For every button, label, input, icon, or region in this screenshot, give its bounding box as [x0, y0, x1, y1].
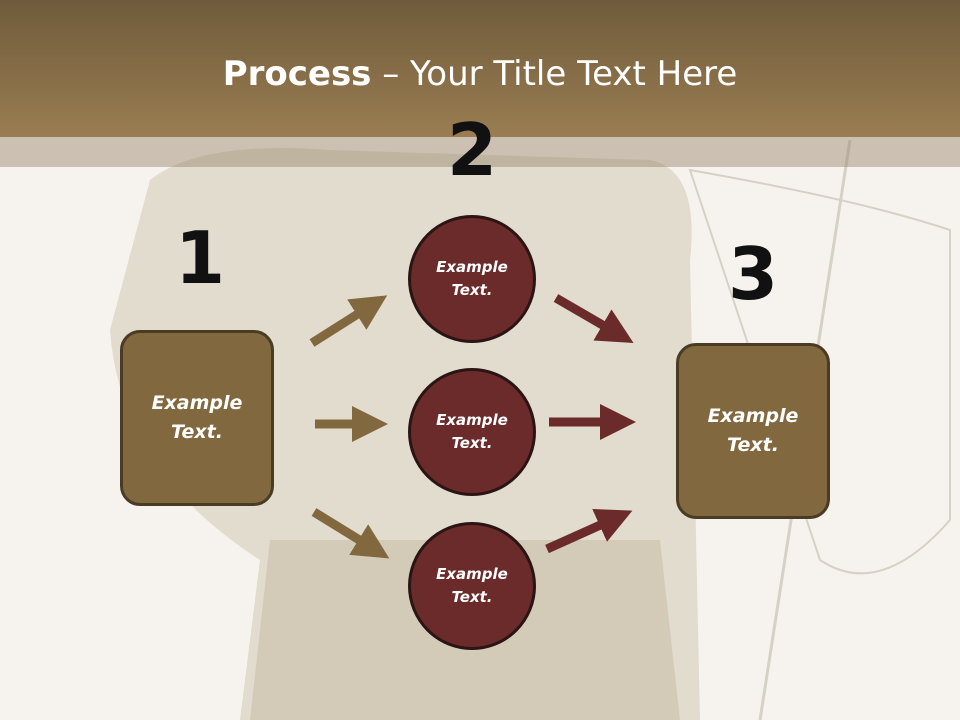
- title-bold: Process: [222, 54, 372, 94]
- title-rest: – Your Title Text Here: [371, 54, 738, 94]
- circle-bottom-text-line2: Text.: [451, 588, 493, 606]
- step-number-2: 2: [446, 108, 498, 192]
- title-bar: [0, 0, 960, 137]
- arrow-top-to-right: [553, 294, 634, 344]
- arrow-left-to-bottom: [311, 508, 390, 559]
- title-bar-band: [0, 137, 960, 167]
- step-3-text-line1: Example: [707, 405, 799, 427]
- circle-middle-text-line2: Text.: [451, 434, 493, 452]
- circle-top-text-line1: Example: [436, 258, 508, 276]
- arrow-bottom-to-right: [545, 508, 633, 554]
- step-1-text-line1: Example: [151, 392, 243, 414]
- step-number-1: 1: [174, 216, 226, 300]
- step-number-3: 3: [727, 232, 779, 316]
- circle-middle-text-line1: Example: [436, 411, 508, 429]
- circle-top-text-line2: Text.: [451, 281, 493, 299]
- circle-bottom-text-line1: Example: [436, 565, 508, 583]
- arrow-left-to-top: [309, 295, 388, 347]
- page-title: Process – Your Title Text Here: [0, 52, 960, 96]
- step-3-text-line2: Text.: [727, 434, 779, 456]
- step-1-text-line2: Text.: [171, 421, 223, 443]
